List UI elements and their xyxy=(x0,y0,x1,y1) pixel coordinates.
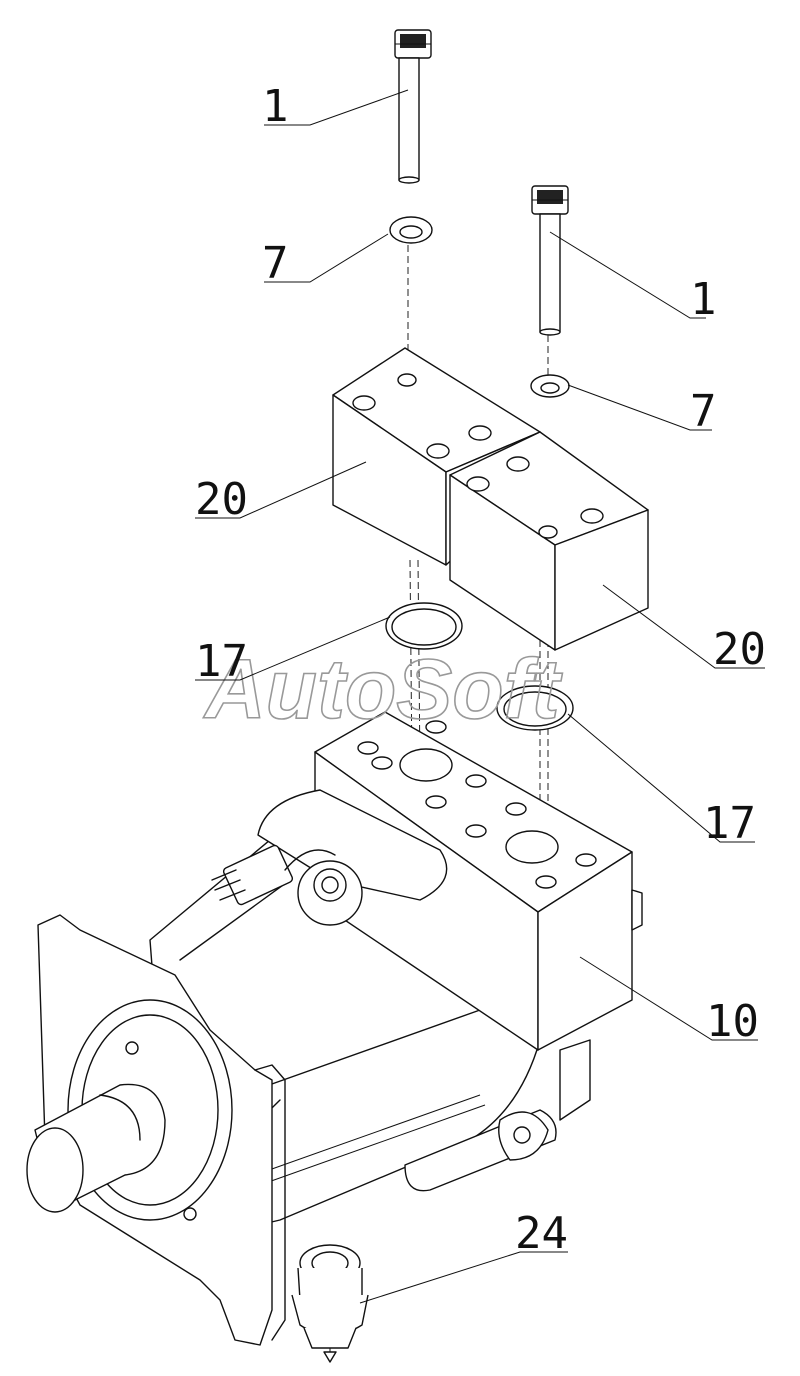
bolt-upper-left xyxy=(394,29,432,184)
hydraulic-motor-assembly xyxy=(26,711,643,1346)
callout-17-right: 17 xyxy=(703,798,756,849)
callout-1-right: 1 xyxy=(690,274,717,325)
callout-24: 24 xyxy=(515,1208,568,1259)
leader-lines xyxy=(195,89,765,1304)
callout-10: 10 xyxy=(706,996,759,1047)
callout-20-right: 20 xyxy=(713,624,766,675)
drain-fitting xyxy=(291,1244,369,1363)
watermark-text: AutoSoft xyxy=(203,642,563,736)
assembly-axis-right xyxy=(539,335,549,860)
o-ring-left xyxy=(385,602,463,650)
o-ring-right xyxy=(496,685,574,731)
callout-7-right: 7 xyxy=(690,386,717,437)
callout-20-left: 20 xyxy=(195,474,248,525)
callout-17-left: 17 xyxy=(195,636,248,687)
lock-washer-right xyxy=(530,374,570,398)
callout-labels: 1 7 1 7 20 20 17 17 10 24 xyxy=(195,81,766,1259)
callout-7-left: 7 xyxy=(262,238,289,289)
lock-washer-left xyxy=(389,216,433,244)
callout-1-top: 1 xyxy=(262,81,289,132)
bolt-right xyxy=(531,185,569,336)
valve-block-right xyxy=(449,431,649,651)
